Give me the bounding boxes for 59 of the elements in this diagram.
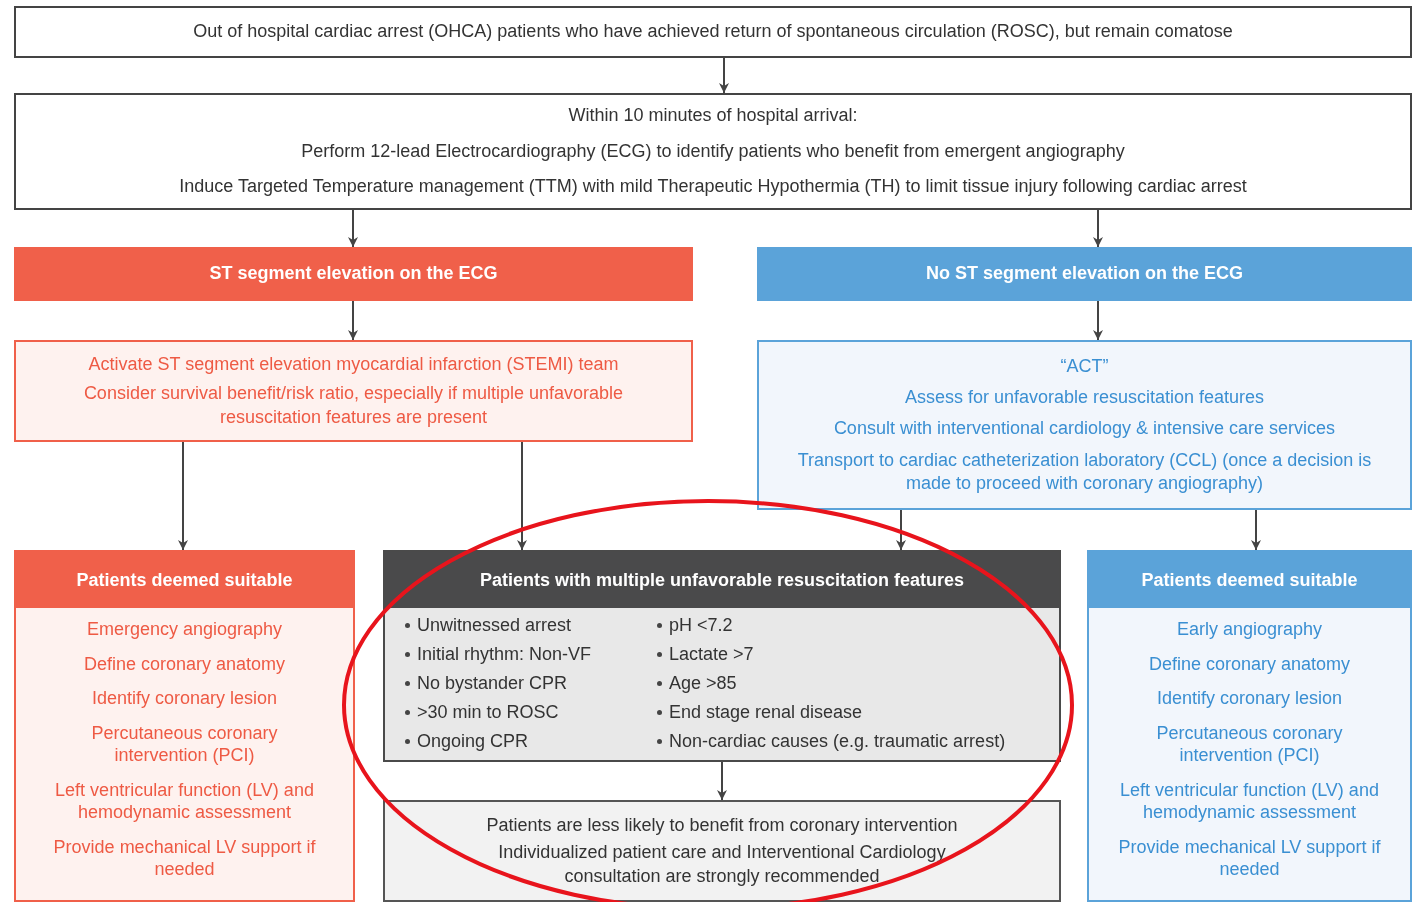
bullet-item: End stage renal disease	[655, 701, 863, 723]
bullet-item: Non-cardiac causes (e.g. traumatic arrest)	[655, 730, 1006, 752]
pathway-card	[1087, 550, 1412, 902]
band-label: ST segment elevation on the ECG	[209, 262, 498, 286]
box-text: Out of hospital cardiac arrest (OHCA) patients who have achieved return of spontaneous circulation (ROSC), but remain comatose	[193, 20, 1233, 44]
arrow	[517, 441, 527, 551]
pathway-card	[14, 550, 355, 902]
arrow	[1093, 300, 1103, 341]
arrow	[717, 761, 727, 801]
box-text: Activate ST segment elevation myocardial infarction (STEMI) team	[88, 352, 619, 376]
box-text: Perform 12-lead Electrocardiography (ECG) to identify patients who benefit from emergent angiography	[301, 139, 1125, 163]
process-box	[757, 340, 1412, 510]
bullet-item: >30 min to ROSC	[403, 701, 559, 723]
action-item: Early angiography	[1176, 618, 1323, 641]
box-text: Consider survival benefit/risk ratio, especially if multiple unfavorable resuscitation features are present	[82, 382, 625, 429]
process-box	[14, 340, 693, 442]
arrow	[1093, 209, 1103, 248]
arrow	[348, 300, 358, 341]
action-item: Identify coronary lesion	[91, 687, 278, 710]
arrow	[1251, 509, 1261, 551]
arrow	[178, 441, 188, 551]
action-item: Percutaneous coronary intervention (PCI)	[90, 721, 279, 767]
bullet-item: Lactate >7	[655, 643, 754, 665]
bullet-item: No bystander CPR	[403, 672, 568, 694]
action-item: Identify coronary lesion	[1156, 687, 1343, 710]
box-text: Assess for unfavorable resuscitation features	[904, 385, 1265, 409]
action-item: Provide mechanical LV support if needed	[52, 835, 317, 881]
card-heading: Patients with multiple unfavorable resuscitation features	[385, 552, 1059, 608]
action-item: Left ventricular function (LV) and hemodynamic assessment	[1119, 778, 1380, 824]
card-heading: Patients deemed suitable	[16, 552, 353, 608]
action-item: Left ventricular function (LV) and hemodynamic assessment	[54, 778, 315, 824]
process-box	[14, 6, 1412, 58]
box-text: “ACT”	[1060, 354, 1109, 378]
card-heading: Patients deemed suitable	[1089, 552, 1410, 608]
action-item: Provide mechanical LV support if needed	[1117, 835, 1382, 881]
band-label: No ST segment elevation on the ECG	[925, 262, 1244, 286]
box-text: Transport to cardiac catheterization laboratory (CCL) (once a decision is made to proceed with coronary angiography)	[796, 448, 1373, 496]
outcome-box	[383, 800, 1061, 902]
action-item: Emergency angiography	[86, 618, 283, 641]
box-text: Induce Targeted Temperature management (TTM) with mild Therapeutic Hypothermia (TH) to limit tissue injury following cardiac arrest	[179, 175, 1247, 199]
decision-band	[757, 247, 1412, 301]
arrow	[719, 57, 729, 94]
bullet-item: Unwitnessed arrest	[403, 614, 572, 636]
box-text: Within 10 minutes of hospital arrival:	[568, 104, 858, 128]
box-text: Individualized patient care and Interventional Cardiology consultation are strongly recommended	[497, 841, 947, 888]
arrow	[348, 209, 358, 248]
action-item: Define coronary anatomy	[1148, 652, 1351, 675]
bullet-item: pH <7.2	[655, 614, 733, 636]
action-item: Percutaneous coronary intervention (PCI)	[1155, 721, 1344, 767]
bullet-item: Ongoing CPR	[403, 730, 529, 752]
action-item: Define coronary anatomy	[83, 652, 286, 675]
box-text: Consult with interventional cardiology & intensive care services	[833, 417, 1336, 441]
bullet-item: Initial rhythm: Non-VF	[403, 643, 592, 665]
bullet-item: Age >85	[655, 672, 737, 694]
arrow	[896, 509, 906, 551]
criteria-card	[383, 550, 1061, 762]
decision-band	[14, 247, 693, 301]
process-box	[14, 93, 1412, 210]
box-text: Patients are less likely to benefit from coronary intervention	[486, 813, 958, 837]
